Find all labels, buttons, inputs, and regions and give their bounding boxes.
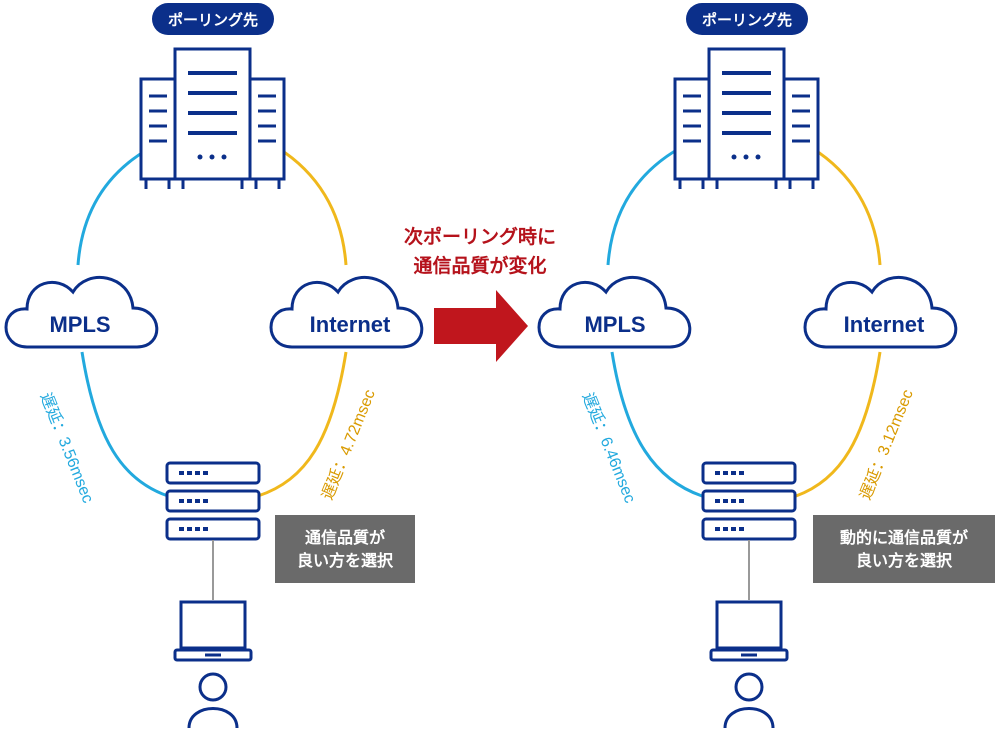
transition-line: 次ポーリング時に	[403, 226, 556, 248]
note-line: 動的に通信品質が	[839, 528, 968, 547]
left-panel	[4, 47, 424, 730]
laptop-icon	[709, 600, 789, 662]
server-icon	[673, 47, 820, 191]
right-panel	[537, 47, 958, 730]
internet-link-lower	[257, 351, 348, 498]
selection-note: 通信品質が良い方を選択	[275, 515, 415, 583]
internet-label: Internet	[309, 312, 391, 337]
transition-caption: 次ポーリング時に 通信品質が変化	[380, 223, 580, 281]
polling-target-label: ポーリング先	[686, 3, 808, 35]
selection-note: 動的に通信品質が良い方を選択	[813, 515, 995, 583]
transition-line: 通信品質が変化	[413, 255, 547, 277]
mpls-link-lower	[610, 351, 703, 498]
note-line: 通信品質が	[304, 528, 385, 547]
note-line: 良い方を選択	[855, 551, 952, 570]
mpls-link-upper	[76, 146, 151, 266]
note-line: 良い方を選択	[296, 551, 393, 570]
laptop-icon	[173, 600, 253, 662]
internet-link-upper	[277, 146, 348, 266]
internet-label: Internet	[843, 312, 925, 337]
router-icon	[165, 461, 261, 541]
server-icon	[139, 47, 286, 191]
router-icon	[701, 461, 797, 541]
mpls-label: MPLS	[49, 312, 111, 337]
mpls-link-upper	[606, 146, 681, 266]
user-icon	[723, 672, 775, 730]
mpls-link-lower	[80, 351, 169, 498]
internet-link-upper	[811, 146, 882, 266]
user-icon	[187, 672, 239, 730]
mpls-label: MPLS	[584, 312, 646, 337]
internet-link-lower	[795, 351, 882, 498]
polling-target-label: ポーリング先	[152, 3, 274, 35]
transition-arrow-icon	[434, 290, 528, 362]
